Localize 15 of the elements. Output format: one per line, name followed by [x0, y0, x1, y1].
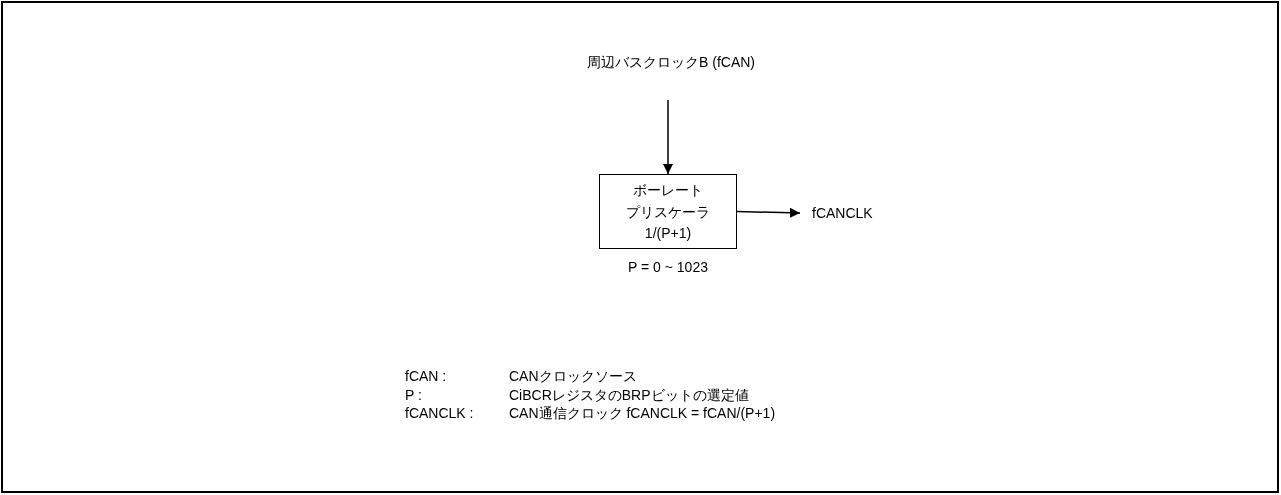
legend-term: fCAN : — [405, 368, 447, 385]
prescaler-label: ボーレート — [633, 182, 703, 198]
prescaler-label: プリスケーラ — [626, 203, 710, 220]
arrow — [736, 207, 801, 218]
legend-definition: CAN通信クロック fCANCLK = fCAN/(P+1) — [509, 405, 776, 422]
arrow — [663, 99, 673, 175]
range-label: P = 0 ~ 1023 — [628, 259, 708, 275]
legend-definition: CiBCRレジスタのBRPビットの選定値 — [509, 386, 749, 404]
output-clock-label: fCANCLK — [812, 203, 892, 223]
prescaler-box — [599, 174, 737, 249]
legend-term: fCANCLK : — [405, 405, 474, 422]
legend-definition: CANクロックソース — [509, 368, 637, 385]
divider-formula: 1/(P+1) — [644, 225, 692, 241]
input-clock-label: 周辺バスクロックB (fCAN) — [560, 52, 782, 72]
legend-term: P : — [405, 386, 422, 404]
